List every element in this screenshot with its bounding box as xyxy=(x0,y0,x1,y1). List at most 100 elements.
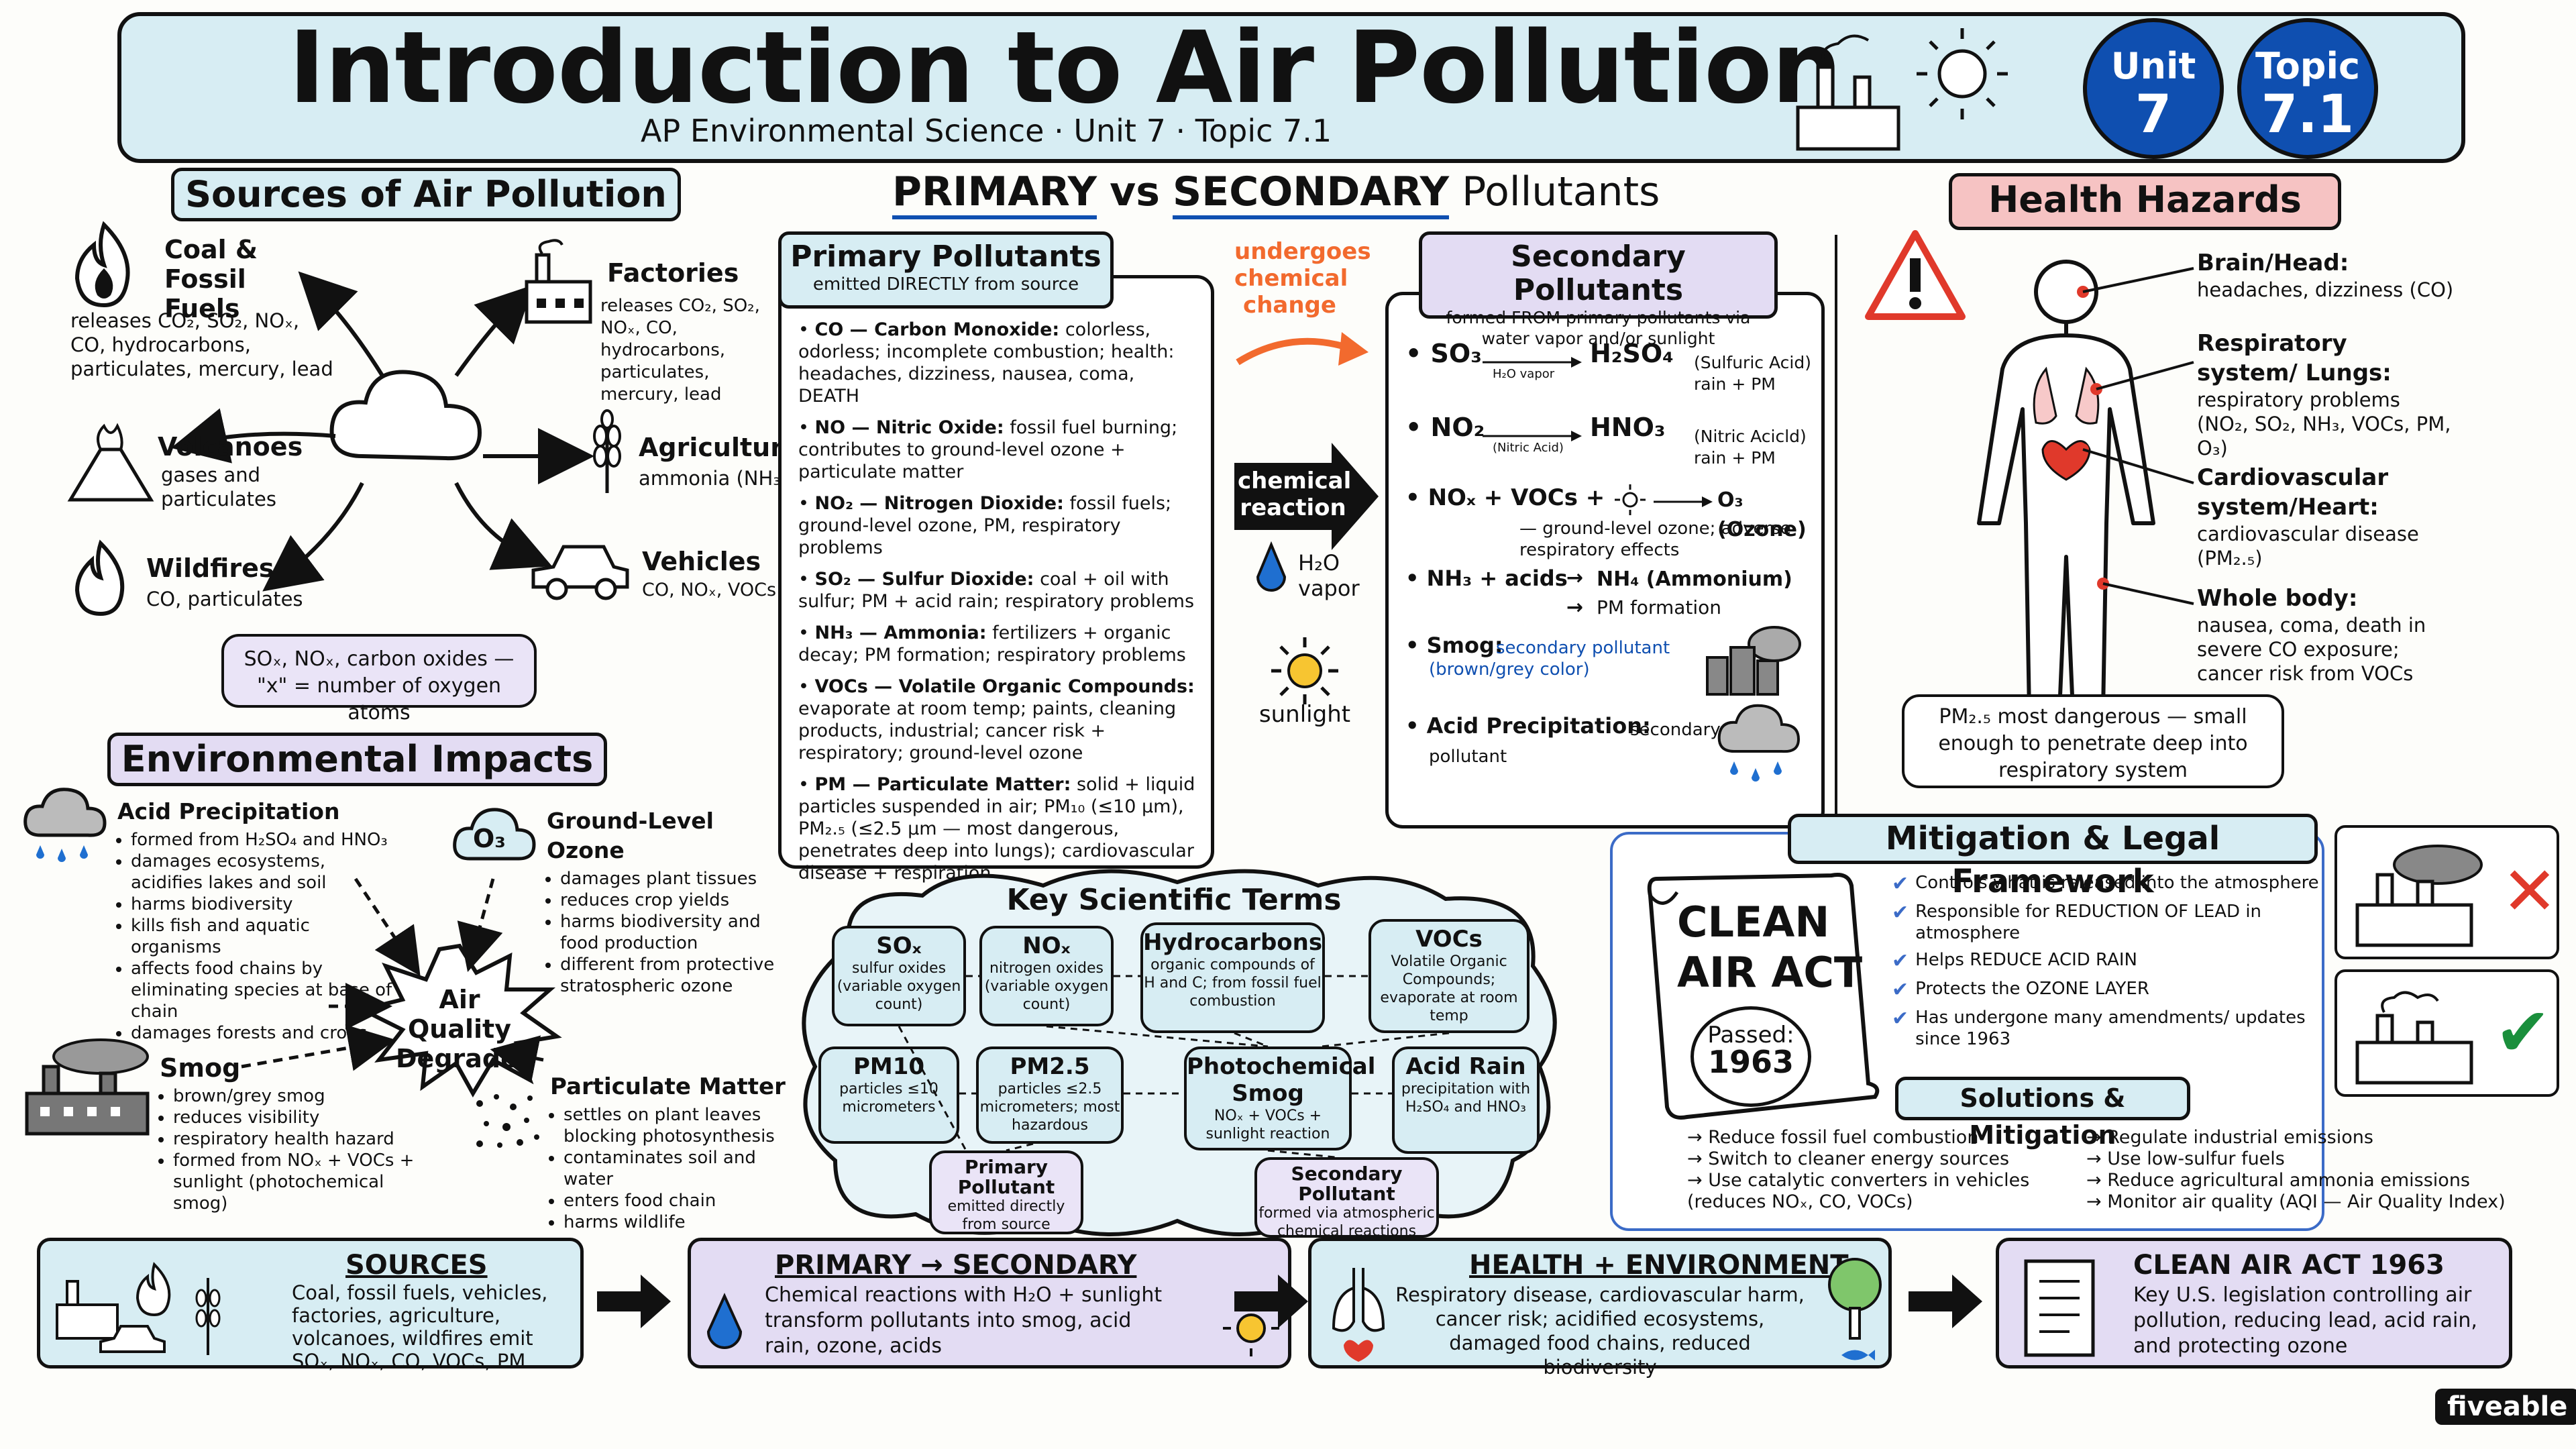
cardio-hazard: Cardiovascular system/Heart: cardiovascu… xyxy=(2197,464,2419,570)
list-item: • SO₂ — Sulfur Dioxide: coal + oil with … xyxy=(798,569,1195,612)
passed-seal: Passed: 1963 xyxy=(1690,1006,1811,1107)
smog-title: Smog xyxy=(160,1053,241,1083)
solutions-left: → Reduce fossil fuel combustion → Switch… xyxy=(1687,1127,2049,1213)
factories-title: Factories xyxy=(607,258,739,288)
reaction-arrow-small xyxy=(1483,431,1582,441)
resp-hazard: Respiratory system/ Lungs: respiratory p… xyxy=(2197,330,2451,460)
list-item: → Switch to cleaner energy sources xyxy=(1687,1148,2010,1169)
list-item: formed from NOₓ + VOCs + sunlight (photo… xyxy=(173,1150,441,1214)
list-item: ✔Responsible for REDUCTION OF LEAD in at… xyxy=(1892,901,2262,943)
list-item: reduces crop yields xyxy=(560,890,775,911)
volcano-icon xyxy=(67,423,154,502)
primary-title: Primary Pollutants xyxy=(790,239,1102,274)
list-item: → Regulate industrial emissions xyxy=(2086,1127,2373,1148)
so3-reaction: • SO₃ H₂O vapor H₂SO₄ (Sulfuric Acid) ra… xyxy=(1405,339,1811,394)
pvs-heading: PRIMARY vs SECONDARY Pollutants xyxy=(892,168,1660,219)
flow-arrow-3 xyxy=(1909,1275,1982,1328)
smog-impact: Smog brown/grey smog reduces visibility … xyxy=(160,1053,441,1214)
pm-title: Particulate Matter xyxy=(550,1073,786,1100)
ozone-list: damages plant tissues reduces crop yield… xyxy=(547,868,775,997)
smog-secondary: • Smog: secondary pollutant (brown/grey … xyxy=(1405,626,1815,711)
title-bar xyxy=(117,12,2465,163)
no2-reaction: • NO₂ (Nitric Acid) HNO₃ (Nitric Acicld)… xyxy=(1405,413,1807,468)
volcanoes-desc: gases and particulates xyxy=(161,464,277,511)
solutions-right: → Regulate industrial emissions → Use lo… xyxy=(2086,1127,2522,1213)
flow-tree-icon xyxy=(1828,1258,1882,1360)
cloud-icon xyxy=(329,370,482,461)
primary-header: Primary Pollutants emitted DIRECTLY from… xyxy=(778,231,1114,309)
health-heading: Health Hazards xyxy=(1949,173,2341,230)
primary-subtitle: emitted DIRECTLY from source xyxy=(812,274,1079,294)
sunlight-label: sunlight xyxy=(1258,701,1351,728)
check-icon: ✔ xyxy=(1892,949,1909,973)
list-item: • NO — Nitric Oxide: fossil fuel burning… xyxy=(798,417,1178,482)
reaction-label: chemical reaction xyxy=(1238,468,1352,521)
list-item: → Monitor air quality (AQI — Air Quality… xyxy=(2086,1191,2506,1212)
secondary-list: • SO₃ H₂O vapor H₂SO₄ (Sulfuric Acid) ra… xyxy=(1405,339,1815,792)
flow-sun-icon xyxy=(1223,1300,1279,1356)
list-item: ✔Has undergone many amendments/ updates … xyxy=(1892,1007,2306,1049)
divider-line xyxy=(1835,235,1837,825)
pm-impact: Particulate Matter settles on plant leav… xyxy=(550,1072,792,1233)
list-item: → Reduce agricultural ammonia emissions xyxy=(2086,1170,2470,1191)
list-item: respiratory health hazard xyxy=(173,1128,441,1150)
list-item: formed from H₂SO₄ and HNO₃ xyxy=(131,829,399,851)
smoking-factory-icon xyxy=(2355,845,2483,947)
wheat-icon xyxy=(593,409,621,493)
page-title: Introduction to Air Pollution xyxy=(288,10,1842,125)
particles-icon xyxy=(476,1094,539,1148)
primary-box xyxy=(778,275,1214,869)
acid-rain-cloud-icon xyxy=(1717,704,1801,782)
list-item: reduces visibility xyxy=(173,1107,441,1128)
volcanoes-title: Volcanoes xyxy=(158,432,303,462)
check-icon: ✔ xyxy=(1892,1007,1909,1030)
list-item: contaminates soil and water xyxy=(564,1147,792,1190)
check-icon: ✔ xyxy=(1892,978,1909,1002)
pm25-note: PM₂.₅ most dangerous — small enough to p… xyxy=(1902,694,2284,788)
sources-heading: Sources of Air Pollution xyxy=(171,168,681,221)
list-item: • CO — Carbon Monoxide: colorless, odorl… xyxy=(798,319,1175,407)
flow-document-icon xyxy=(2024,1259,2095,1357)
list-item: → Use low-sulfur fuels xyxy=(2086,1148,2285,1169)
flow-drop-icon xyxy=(706,1293,743,1349)
vehicles-title: Vehicles xyxy=(642,547,761,576)
car-icon xyxy=(531,545,629,600)
wildfires-title: Wildfires xyxy=(146,553,274,583)
nox-reaction: • NOₓ + VOCs + O₃ (Ozone) — ground-level… xyxy=(1405,484,1807,560)
nh3-reaction: • NH₃ + acids → NH₄ (Ammonium) → PM form… xyxy=(1405,566,1792,619)
water-vapor-label: H₂O vapor xyxy=(1298,550,1360,601)
factory-sun-icon xyxy=(1796,28,2008,151)
flow-arrow-1 xyxy=(597,1275,671,1328)
human-body-icon xyxy=(1977,260,2155,713)
reaction-arrow-small xyxy=(1654,496,1713,507)
terms-heading: Key Scientific Terms xyxy=(1006,883,1342,917)
sun-icon xyxy=(1271,637,1338,704)
list-item: enters food chain xyxy=(564,1190,792,1212)
list-item: • NO₂ — Nitrogen Dioxide: fossil fuels; … xyxy=(798,493,1172,558)
cross-icon: ✕ xyxy=(2502,852,2558,930)
list-item: harms biodiversity and food production xyxy=(560,911,775,954)
secondary-title: Secondary Pollutants xyxy=(1511,239,1686,307)
list-item: • VOCs — Volatile Organic Compounds: eva… xyxy=(798,676,1195,763)
list-item: settles on plant leaves blocking photosy… xyxy=(564,1104,792,1147)
vehicles-desc: CO, NOₓ, VOCs xyxy=(642,580,777,600)
factory-icon xyxy=(525,239,592,324)
water-drop-icon xyxy=(1256,541,1287,592)
fire-icon xyxy=(74,221,130,308)
list-item: damages ecosystems, acidifies lakes and … xyxy=(131,851,399,894)
flow-sources-icons xyxy=(56,1262,221,1355)
smog-factory-icon xyxy=(25,1038,150,1136)
list-item: → Use catalytic converters in vehicles (… xyxy=(1687,1170,2030,1212)
polluting-factory-card: ✕ xyxy=(2334,825,2559,959)
secondary-subtitle: formed FROM primary pollutants via water… xyxy=(1446,308,1751,348)
agriculture-title: Agriculture xyxy=(639,433,800,462)
orange-arrow xyxy=(1236,332,1368,366)
pm-list: settles on plant leaves blocking photosy… xyxy=(550,1104,792,1233)
page-subtitle: AP Environmental Science · Unit 7 · Topi… xyxy=(641,113,1332,149)
